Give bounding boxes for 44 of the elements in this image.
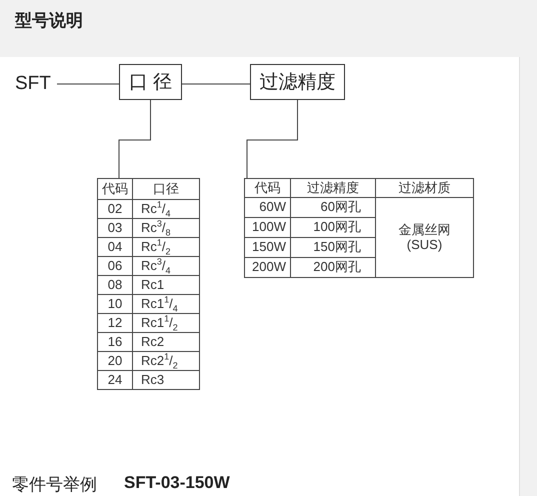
table-cell: 02 xyxy=(98,200,132,218)
table-cell: 08 xyxy=(98,276,132,294)
table-cell: 04 xyxy=(98,238,132,256)
table-cell: 金属丝网 (SUS) xyxy=(376,198,474,278)
table-cell: 100网孔 xyxy=(290,218,376,238)
table-cell: 150网孔 xyxy=(290,238,376,258)
spec-box: 过滤精度 xyxy=(250,64,345,100)
table-cell: 24 xyxy=(98,370,132,390)
column-header: 代码 xyxy=(98,178,132,200)
table-cell: 150W xyxy=(244,238,290,258)
spec-table xyxy=(244,178,474,278)
table-cell: 16 xyxy=(98,332,132,352)
spec-table xyxy=(97,178,200,390)
series-code: SFT xyxy=(10,71,57,97)
connector-line xyxy=(246,100,298,178)
table-cell: Rc$^{1}$/$_{4}$ xyxy=(132,200,200,218)
table-cell: 60W xyxy=(244,198,290,218)
table-cell: Rc$^{3}$/$_{4}$ xyxy=(132,256,200,276)
page-title: 型号说明 xyxy=(15,10,83,32)
connector-line xyxy=(118,100,151,178)
table-cell: Rc2$^{1}$/$_{2}$ xyxy=(132,352,200,370)
column-header: 过滤材质 xyxy=(376,178,474,198)
table-cell: 06 xyxy=(98,256,132,276)
table-cell: 200网孔 xyxy=(290,258,376,278)
table-cell: 03 xyxy=(98,218,132,238)
table-cell: 12 xyxy=(98,314,132,332)
example-label: 零件号举例 xyxy=(12,474,97,496)
table-cell: Rc1 xyxy=(132,276,200,294)
table-cell: Rc$^{3}$/$_{8}$ xyxy=(132,218,200,238)
table-cell: 10 xyxy=(98,294,132,314)
table-cell: 100W xyxy=(244,218,290,238)
table-cell: 20 xyxy=(98,352,132,370)
table-cell: Rc$^{1}$/$_{2}$ xyxy=(132,238,200,256)
table-cell: 60网孔 xyxy=(290,198,376,218)
column-header: 过滤精度 xyxy=(290,178,376,198)
part-number: SFT-03-150W xyxy=(124,473,230,493)
table-cell: 200W xyxy=(244,258,290,278)
column-header: 口径 xyxy=(132,178,200,200)
table-cell: Rc3 xyxy=(132,370,200,390)
spec-box: 口 径 xyxy=(119,64,182,100)
table-cell: Rc1$^{1}$/$_{2}$ xyxy=(132,314,200,332)
table-cell: Rc2 xyxy=(132,332,200,352)
column-header: 代码 xyxy=(244,178,290,198)
table-cell: Rc1$^{1}$/$_{4}$ xyxy=(132,294,200,314)
